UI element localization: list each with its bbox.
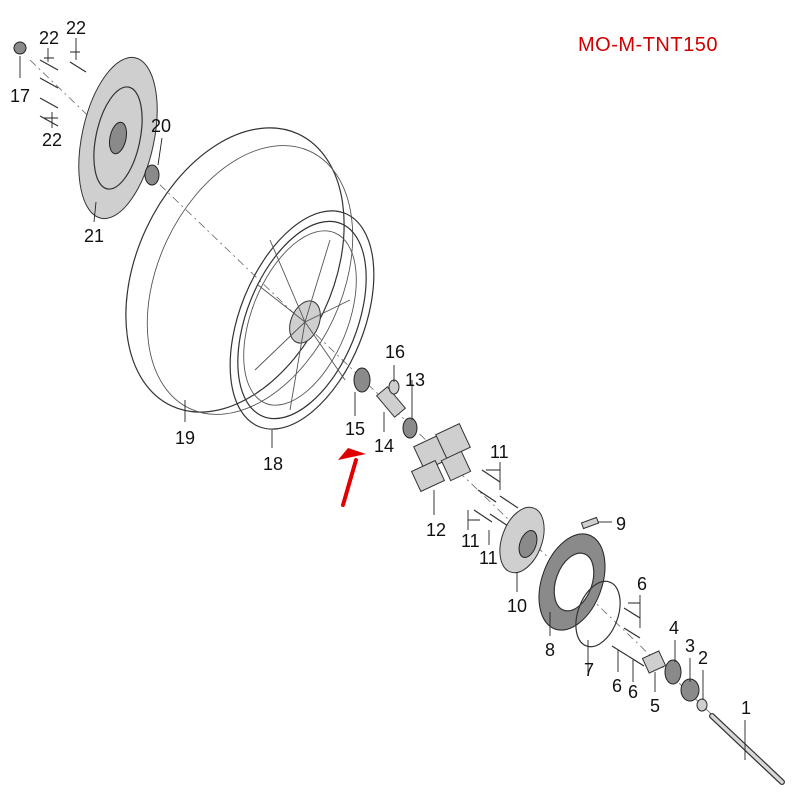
pin-9 <box>580 516 600 530</box>
label-22-a: 22 <box>39 28 59 48</box>
tyre <box>125 127 354 415</box>
label-9: 9 <box>616 514 626 534</box>
label-10: 10 <box>507 596 527 616</box>
sprocket-hub <box>499 506 545 574</box>
label-2: 2 <box>698 648 708 668</box>
label-11-mid: 11 <box>461 531 480 551</box>
rim <box>229 210 375 430</box>
brake-disc <box>78 56 158 220</box>
hub-bolts <box>473 469 519 527</box>
label-22-b: 22 <box>66 18 86 38</box>
disc-bolts <box>13 41 87 127</box>
label-19: 19 <box>175 428 195 448</box>
label-22-c: 22 <box>42 130 62 150</box>
label-17: 17 <box>10 86 30 106</box>
label-11-top: 11 <box>490 442 509 462</box>
bearing-15 <box>353 367 371 393</box>
bearing-13 <box>402 417 418 439</box>
bearing-4 <box>664 659 682 685</box>
label-4: 4 <box>669 618 679 638</box>
retainer-plate <box>575 580 621 648</box>
label-5: 5 <box>650 696 660 716</box>
axle <box>709 713 785 785</box>
part-number-labels: 1 2 3 4 5 6 6 6 7 8 9 10 11 11 11 12 13 … <box>10 18 751 718</box>
collar-5 <box>641 650 667 674</box>
label-11-low: 11 <box>479 548 498 568</box>
label-14: 14 <box>374 436 394 456</box>
damper-rubbers <box>410 423 472 493</box>
label-6-right: 6 <box>628 682 638 702</box>
model-code-label: MO-M-TNT150 <box>578 34 718 56</box>
label-12: 12 <box>426 520 446 540</box>
label-3: 3 <box>685 636 695 656</box>
nut-2 <box>696 698 708 712</box>
label-21: 21 <box>84 226 104 246</box>
highlight-arrow <box>338 448 366 507</box>
label-1: 1 <box>741 698 751 718</box>
label-18: 18 <box>263 454 283 474</box>
spacer-14 <box>375 386 407 418</box>
label-7: 7 <box>584 660 594 680</box>
label-6-top: 6 <box>637 574 647 594</box>
label-13: 13 <box>405 370 425 390</box>
seal-16 <box>388 379 400 395</box>
label-8: 8 <box>545 640 555 660</box>
label-6-left: 6 <box>612 676 622 696</box>
label-15: 15 <box>345 419 365 439</box>
label-20: 20 <box>151 116 171 136</box>
sprocket-nuts <box>611 607 645 667</box>
bearing-20 <box>144 164 160 186</box>
label-16: 16 <box>385 342 405 362</box>
callout-leaders <box>19 38 746 760</box>
seal-3 <box>680 678 700 702</box>
